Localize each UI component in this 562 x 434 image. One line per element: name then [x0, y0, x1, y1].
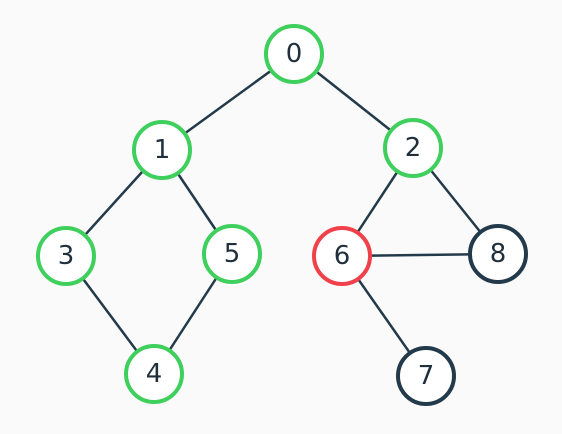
node-circle-1 [132, 120, 192, 180]
node-0: 0 [264, 24, 324, 84]
node-2: 2 [383, 118, 443, 178]
node-6: 6 [312, 226, 372, 286]
node-label-7: 7 [418, 361, 435, 391]
node-label-4: 4 [146, 359, 163, 389]
node-label-1: 1 [154, 135, 171, 165]
node-8: 8 [468, 224, 528, 284]
node-circle-5 [202, 224, 262, 284]
node-label-5: 5 [224, 239, 241, 269]
node-circle-7 [396, 346, 456, 406]
node-4: 4 [124, 344, 184, 404]
node-label-0: 0 [286, 39, 303, 69]
nodes-layer: 0 1 2 3 4 5 6 7 8 [36, 24, 528, 406]
node-label-6: 6 [334, 241, 351, 271]
node-1: 1 [132, 120, 192, 180]
node-circle-6 [312, 226, 372, 286]
node-circle-8 [468, 224, 528, 284]
node-7: 7 [396, 346, 456, 406]
node-5: 5 [202, 224, 262, 284]
node-label-8: 8 [490, 239, 507, 269]
node-circle-0 [264, 24, 324, 84]
node-circle-4 [124, 344, 184, 404]
node-label-3: 3 [58, 241, 75, 271]
node-label-2: 2 [405, 133, 422, 163]
node-circle-3 [36, 226, 96, 286]
node-circle-2 [383, 118, 443, 178]
node-3: 3 [36, 226, 96, 286]
